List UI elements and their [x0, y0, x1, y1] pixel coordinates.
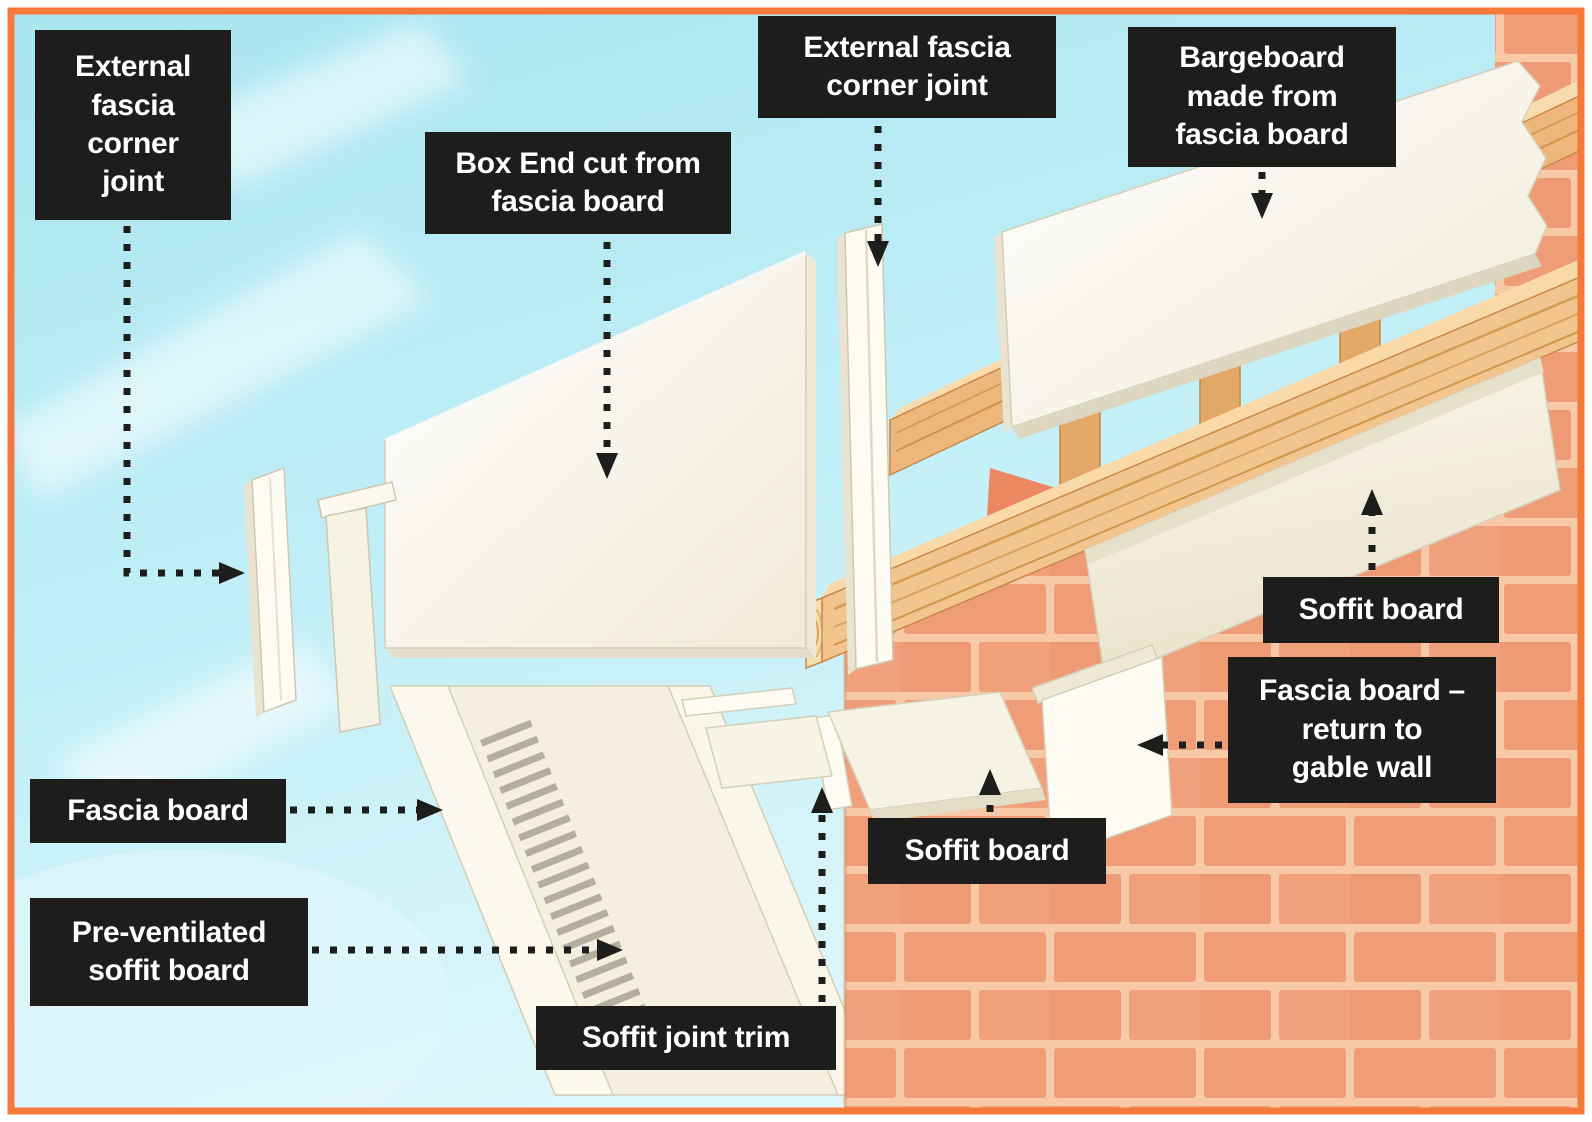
ventilation-slots — [479, 719, 659, 1059]
corner-joint-center-piece — [837, 223, 894, 675]
label-soffit-board-right: Soffit board — [1263, 577, 1499, 643]
label-external-fascia-corner-joint-top: External fascia corner joint — [758, 16, 1056, 118]
pre-ventilated-soffit-panel — [388, 685, 882, 1096]
label-bargeboard: Bargeboard made from fascia board — [1128, 27, 1396, 167]
label-fascia-board: Fascia board — [30, 779, 286, 843]
bargeboard-board — [994, 60, 1548, 439]
frame-border — [7, 7, 1585, 1115]
corner-joint-left-piece — [244, 466, 297, 718]
box-end-board — [384, 250, 816, 658]
soffit-board-right-piece — [1084, 356, 1561, 682]
fascia-return-piece — [1031, 644, 1173, 860]
fascia-board-strip — [388, 685, 615, 1096]
label-soffit-board-center: Soffit board — [868, 818, 1106, 884]
label-fascia-return: Fascia board – return to gable wall — [1228, 657, 1496, 803]
fascia-profile-trim — [317, 481, 397, 733]
label-pre-ventilated-soffit: Pre-ventilated soffit board — [30, 898, 308, 1006]
leader-lines — [123, 126, 1383, 1002]
label-soffit-joint-trim: Soffit joint trim — [536, 1006, 836, 1070]
label-box-end: Box End cut from fascia board — [425, 132, 731, 234]
leader-external-fascia-corner-joint-left — [123, 226, 245, 584]
soffit-joint-trim-piece — [681, 687, 833, 789]
label-external-fascia-corner-joint-left: External fascia corner joint — [35, 30, 231, 220]
